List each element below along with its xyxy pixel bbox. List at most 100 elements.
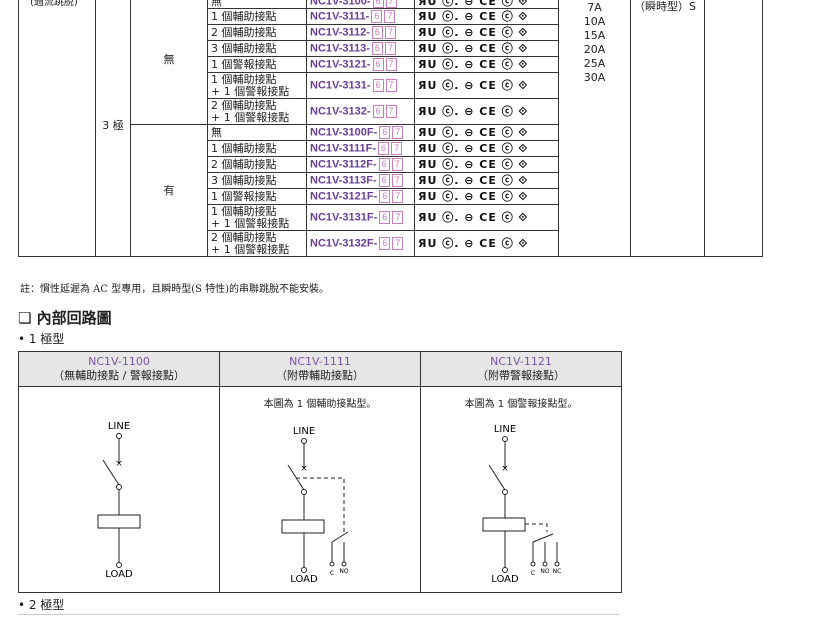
contact-text: 無 [211,0,222,8]
rating-value: 25A [583,57,606,70]
cert-marks-cell: ЯU ⓒ. ⊖ CE ⓒ ⟐ [414,172,559,189]
model-number: NC1V-3112- [310,26,370,39]
svg-text:NO: NO [540,568,549,575]
contact-text: 無 [211,125,222,139]
cert-marks-cell: ЯU ⓒ. ⊖ CE ⓒ ⟐ [414,56,559,73]
svg-text:C: C [330,570,334,577]
model-digit-box: 7 [392,237,404,250]
model-digit-box: 7 [385,0,397,8]
cert-marks-cell: ЯU ⓒ. ⊖ CE ⓒ ⟐ [414,24,559,41]
model-digit-box: 6 [378,174,390,187]
model-digit-box: 6 [372,105,384,118]
model-digit-box: 7 [385,105,397,118]
cert-marks-cell: ЯU ⓒ. ⊖ CE ⓒ ⟐ [414,8,559,25]
svg-text:LOAD: LOAD [491,574,519,585]
diagram-caption-1121: 本圖為 1 個警報接點型。 [464,399,578,410]
cert-marks-cell: ЯU ⓒ. ⊖ CE ⓒ ⟐ [414,230,559,257]
model-number: NC1V-3131- [310,79,371,92]
model-digit-box: 7 [391,142,403,155]
model-digit-box: 6 [371,42,383,55]
spec-blank-col [18,0,96,257]
circuit-table: NC1V-1100（無輔助接點 / 警報接點） NC1V-1111（附帶輔助接點… [18,351,622,593]
model-digit-box: 6 [372,58,384,71]
model-number: NC1V-3132F- [310,237,378,250]
model-number: NC1V-3100- [310,0,371,8]
circuit-diagram-1100: LINE × LOAD [97,421,141,580]
contact-cell: 1 個警報接點 [207,56,307,73]
svg-text:LOAD: LOAD [290,574,318,585]
model-digit-box: 7 [392,126,404,139]
table-note: 註：慣性延遲為 AC 型專用，且瞬時型(S 特性)的串聯跳脫不能安裝。 [20,284,330,295]
model-digit-box: 6 [379,190,391,203]
circuit-diagram-1121: LINE × LOAD [482,424,561,585]
cert-marks-cell: ЯU ⓒ. ⊖ CE ⓒ ⟐ [414,204,559,231]
model-digit-box: 6 [378,142,390,155]
model-number: NC1V-3100F- [310,126,378,139]
divider [18,614,619,615]
trip-type: （瞬時型）S [634,0,696,13]
contact-cell: 3 個輔助接點 [207,40,307,57]
load-label: LOAD [105,569,133,580]
contact-text: 1 個警報接點 [211,189,277,203]
line-label: LINE [108,421,130,432]
cert-marks-cell: ЯU ⓒ. ⊖ CE ⓒ ⟐ [414,98,559,125]
contact-text: 2 個輔助接點 [211,25,277,39]
diagram-caption-1111: 本圖為 1 個輔助接點型。 [263,399,377,410]
contact-text: 2 個輔助接點 [211,157,277,171]
cert-marks-cell: ЯU ⓒ. ⊖ CE ⓒ ⟐ [414,0,559,9]
circuit-diagram-1111: LINE × LOAD C [281,426,349,585]
cert-marks-cell: ЯU ⓒ. ⊖ CE ⓒ ⟐ [414,72,559,99]
contact-cell: 1 個警報接點 [207,188,307,205]
time-delay-cell: 有 [130,124,208,257]
rating-value: 7A [587,1,602,14]
model-digit-box: 7 [392,211,404,224]
model-digit-box: 6 [372,0,384,8]
cert-marks-cell: ЯU ⓒ. ⊖ CE ⓒ ⟐ [414,156,559,173]
contact-text: 3 個輔助接點 [211,173,277,187]
contact-text: 1 個輔助接點 [211,72,277,86]
pole-cell: 3 極 [95,0,131,257]
contact-text: 2 個輔助接點 [211,230,277,244]
contact-text: + 1 個警報接點 [211,216,290,230]
col-header-1121: NC1V-1121（附帶警報接點） [420,351,622,387]
svg-text:NO: NO [339,568,348,575]
time-delay-cell: 無 [130,0,208,125]
model-digit-box: 6 [372,79,384,92]
svg-text:×: × [501,464,509,474]
model-digit-box: 7 [384,10,396,23]
contact-cell: 1 個輔助接點+ 1 個警報接點 [207,72,307,99]
contact-cell: 無 [207,0,307,9]
model-digit-box: 6 [378,158,390,171]
rating-value: 30A [583,71,606,84]
contact-cell: 1 個輔助接點 [207,140,307,157]
cert-marks-cell: ЯU ⓒ. ⊖ CE ⓒ ⟐ [414,40,559,57]
contact-cell: 2 個輔助接點+ 1 個警報接點 [207,98,307,125]
svg-text:×: × [300,464,308,474]
model-number: NC1V-3121- [310,58,371,71]
diagram-cell-1111: 本圖為 1 個輔助接點型。 LINE × LOAD [219,386,421,593]
model-number: NC1V-3113F- [310,174,377,187]
model-digit-box: 6 [379,211,391,224]
model-digit-box: 6 [371,10,383,23]
model-digit-box: 7 [391,158,403,171]
rating-value: 20A [583,43,606,56]
